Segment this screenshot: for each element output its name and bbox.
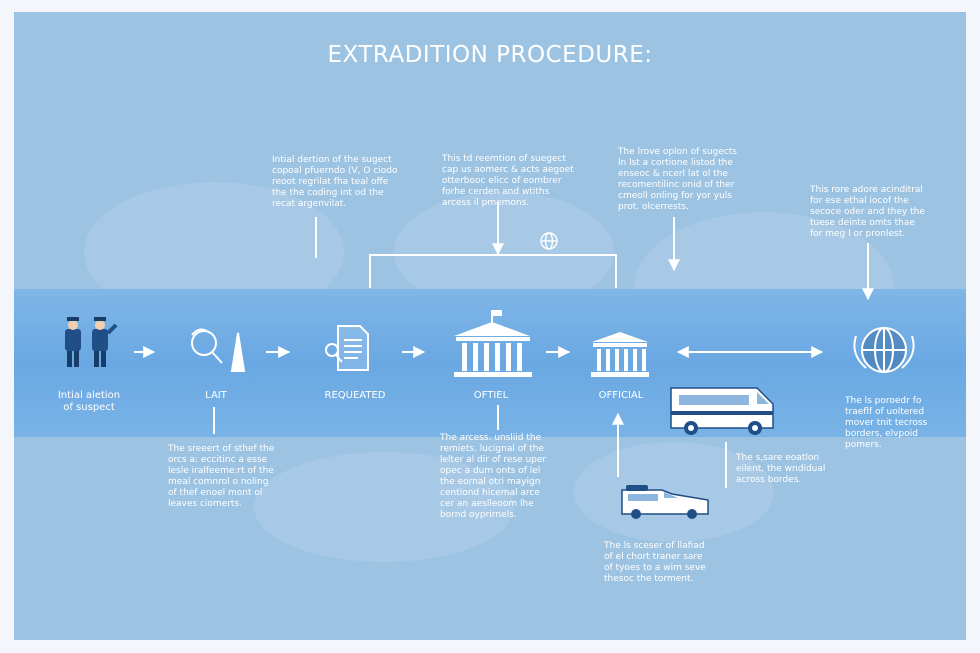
globe-icon <box>540 232 558 250</box>
bottom-note-1: The sreeert of sthef the orcs a: eccitin… <box>168 444 275 509</box>
transfer-vehicle-icon <box>621 485 709 519</box>
connectors <box>134 202 874 488</box>
transport-van-icon <box>670 387 774 435</box>
diagram-canvas: EXTRADITION PROCEDURE: Intial dertion of… <box>14 12 966 640</box>
bottom-note-2: The arcess. unsliid the remiets. lucigna… <box>440 433 547 520</box>
government-building-icon <box>591 332 649 377</box>
bottom-note-4: The ls poroedr fo traeflf of uoltered mo… <box>845 396 928 450</box>
step-label-3: REQUEATED <box>324 390 386 401</box>
police-officers-icon <box>65 317 118 367</box>
world-map-shape <box>574 442 774 542</box>
request-document-icon <box>325 325 369 371</box>
top-note-2: This td reemtion of suegect cap us aomer… <box>442 154 574 208</box>
bracket-line <box>369 254 617 288</box>
world-emblem-icon <box>853 327 915 373</box>
top-note-3: The lrove oplon of sugects ln lst a cort… <box>618 147 737 212</box>
process-band <box>14 289 966 437</box>
step-label-2: LAIT <box>205 390 227 401</box>
investigation-tools-icon <box>191 328 246 372</box>
step-label-5: OFFICIAL <box>598 390 644 401</box>
diagram-graphics <box>65 202 915 519</box>
diagram-title: EXTRADITION PROCEDURE: <box>327 42 653 68</box>
vehicle-note: The ls sceser of llafiad of el chort tra… <box>604 541 706 584</box>
bottom-note-3: The s,sare eoatlon eilent, the wndidual … <box>736 453 826 485</box>
step-label-4: OFTIEL <box>473 390 509 401</box>
world-map-shape <box>254 452 514 562</box>
courthouse-icon <box>454 310 532 377</box>
top-note-4: This rore adore acinditral for ese ethal… <box>810 185 925 239</box>
step-label-1: Intial aletion of suspect <box>57 390 121 413</box>
top-note-1: Intial dertion of the sugect copoal pfue… <box>272 155 398 209</box>
